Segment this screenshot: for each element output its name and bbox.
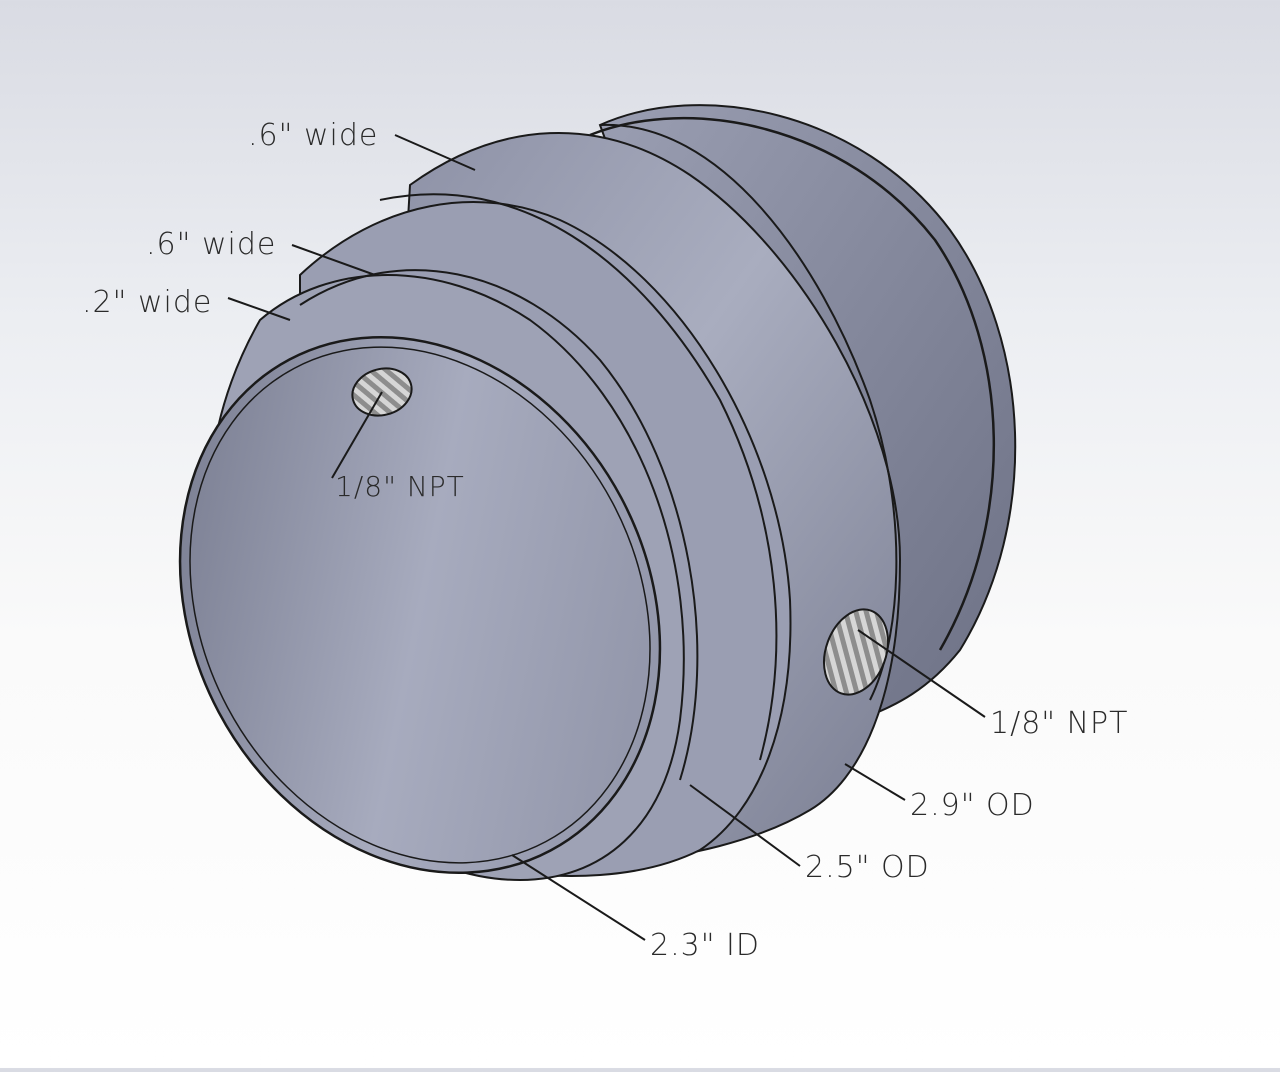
inner-bore: [178, 335, 662, 875]
outer-threaded-port: [823, 608, 889, 696]
leader-lines: [227, 134, 986, 941]
callout-inner-port: 1/8" NPT: [335, 470, 465, 503]
callout-lip-width: .2" wide: [82, 285, 213, 320]
callout-inner-diameter: 2.3" ID: [650, 928, 760, 963]
callout-outer-diameter-large: 2.9" OD: [910, 788, 1035, 823]
callout-outer-port: 1/8" NPT: [990, 706, 1129, 741]
callout-middle-band-width: .6" wide: [146, 227, 277, 262]
callout-top-band-width: .6" wide: [248, 118, 379, 153]
callout-outer-diameter-small: 2.5" OD: [805, 850, 930, 885]
